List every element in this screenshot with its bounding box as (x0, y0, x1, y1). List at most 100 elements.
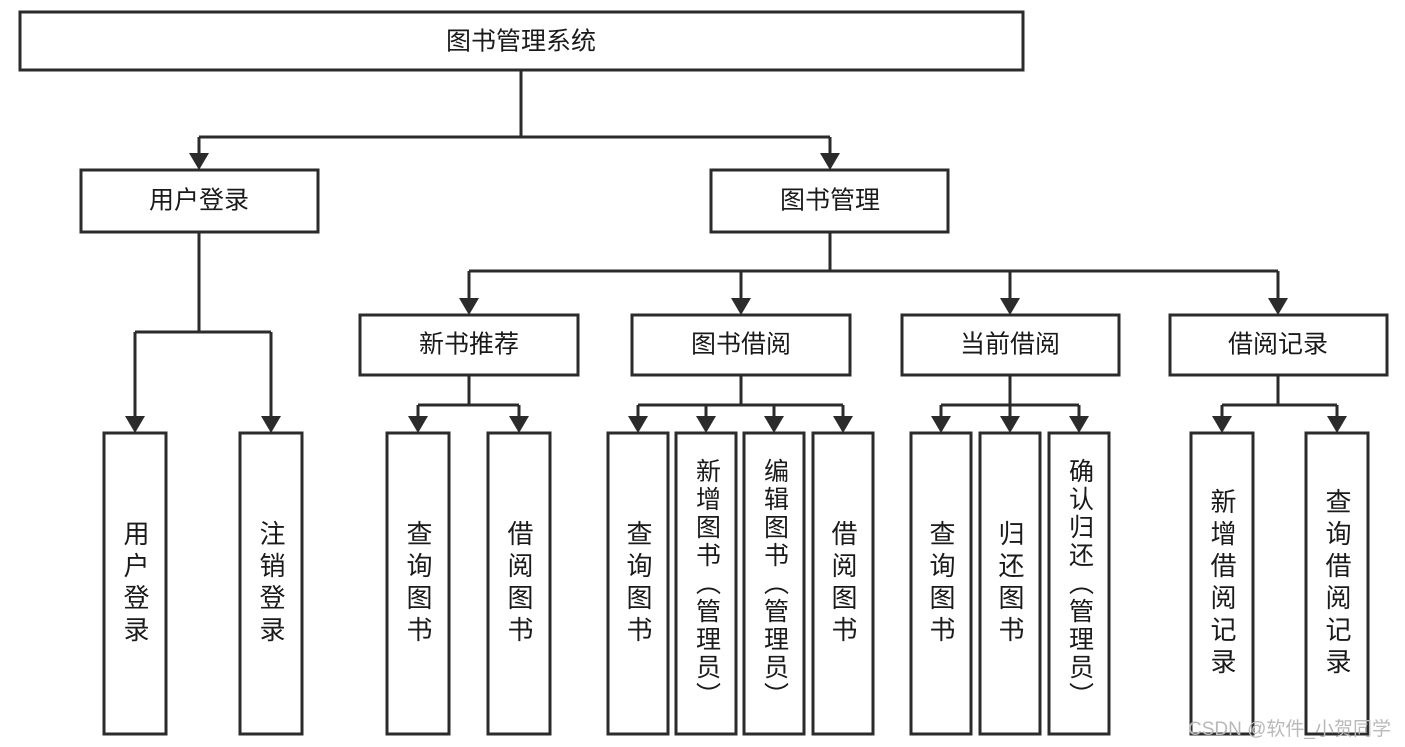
node-leaf-07[interactable]: 编辑图书（管理员） (742, 431, 806, 736)
node-leaf-01-textwrap: 用户登录 (104, 433, 166, 734)
node-records-label: 借阅记录 (1228, 331, 1328, 359)
arrowhead-current (1000, 298, 1020, 315)
node-current-label: 当前借阅 (960, 331, 1060, 359)
node-leaf-10-box[interactable] (978, 431, 1042, 736)
node-leaf-07-box[interactable] (742, 431, 806, 736)
arrowhead-leaf-04 (509, 416, 529, 433)
node-borrow-box[interactable] (630, 313, 852, 377)
node-root[interactable]: 图书管理系统 (18, 10, 1025, 72)
node-bookmgmt-label: 图书管理 (780, 187, 880, 215)
node-records[interactable]: 借阅记录 (1168, 313, 1389, 377)
node-leaf-05-box[interactable] (606, 431, 670, 736)
node-leaf-04-textwrap: 借阅图书 (488, 433, 550, 734)
node-leaf-13-vbox: 查询借阅记录 (1306, 433, 1368, 734)
node-leaf-07-vbox: 编辑图书（管理员） (744, 433, 804, 734)
arrowhead-newbook (459, 298, 479, 315)
node-current[interactable]: 当前借阅 (900, 313, 1121, 377)
node-leaf-01-vbox: 用户登录 (104, 433, 166, 734)
arrowhead-bookmgmt (820, 153, 840, 170)
node-borrow-label: 图书借阅 (691, 331, 791, 359)
node-login-box[interactable] (79, 168, 320, 234)
arrowhead-leaf-11 (1069, 416, 1089, 433)
node-leaf-06-textwrap: 新增图书（管理员） (676, 433, 736, 734)
node-leaf-04[interactable]: 借阅图书 (486, 431, 552, 736)
node-bookmgmt[interactable]: 图书管理 (709, 168, 950, 234)
node-leaf-06-label: 新增图书（管理员） (692, 457, 721, 710)
node-leaf-13-textwrap: 查询借阅记录 (1306, 433, 1368, 734)
node-newbook[interactable]: 新书推荐 (358, 313, 580, 377)
node-leaf-13[interactable]: 查询借阅记录 (1304, 431, 1370, 736)
node-leaf-01[interactable]: 用户登录 (102, 431, 168, 736)
arrowhead-borrow (731, 298, 751, 315)
node-leaf-10-textwrap: 归还图书 (995, 519, 1025, 648)
node-leaf-06-vbox: 新增图书（管理员） (676, 433, 736, 734)
node-leaf-04-label: 借阅图书 (504, 519, 534, 648)
node-leaf-02-textwrap: 注销登录 (256, 519, 286, 648)
arrowhead-leaf-07 (764, 416, 784, 433)
arrowhead-leaf-08 (833, 416, 853, 433)
node-leaf-03[interactable]: 查询图书 (385, 431, 451, 736)
arrowhead-leaf-05 (628, 416, 648, 433)
node-leaf-08-textwrap: 借阅图书 (813, 433, 873, 734)
node-login[interactable]: 用户登录 (79, 168, 320, 234)
node-leaf-03-box[interactable] (385, 431, 451, 736)
node-leaf-09-label: 查询图书 (926, 519, 956, 648)
node-leaf-04-box[interactable] (486, 431, 552, 736)
node-leaf-11[interactable]: 确认归还（管理员） (1047, 431, 1111, 736)
node-records-box[interactable] (1168, 313, 1389, 377)
node-leaf-05-label: 查询图书 (623, 519, 653, 648)
node-leaf-13-box[interactable] (1304, 431, 1370, 736)
node-leaf-01-box[interactable] (102, 431, 168, 736)
node-leaf-10-label: 归还图书 (995, 519, 1025, 648)
node-root-box[interactable] (18, 10, 1025, 72)
node-current-box[interactable] (900, 313, 1121, 377)
arrowhead-leaf-06 (696, 416, 716, 433)
node-leaf-12-vbox: 新增借阅记录 (1191, 433, 1253, 734)
connector-layer (125, 70, 1347, 433)
node-leaf-08-box[interactable] (811, 431, 875, 736)
node-leaf-11-vbox: 确认归还（管理员） (1049, 433, 1109, 734)
node-leaf-11-textwrap: 确认归还（管理员） (1049, 433, 1109, 734)
node-bookmgmt-box[interactable] (709, 168, 950, 234)
node-leaf-08-vbox: 借阅图书 (813, 433, 873, 734)
node-leaf-10[interactable]: 归还图书 (978, 431, 1042, 736)
node-leaf-11-label: 确认归还（管理员） (1065, 457, 1094, 710)
node-leaf-05-vbox: 查询图书 (608, 433, 668, 734)
node-leaf-06[interactable]: 新增图书（管理员） (674, 431, 738, 736)
node-borrow[interactable]: 图书借阅 (630, 313, 852, 377)
node-login-label: 用户登录 (149, 187, 249, 215)
arrowhead-leaf-13 (1327, 416, 1347, 433)
node-leaf-05-textwrap: 查询图书 (608, 433, 668, 734)
node-newbook-label: 新书推荐 (419, 331, 519, 359)
node-leaf-03-textwrap: 查询图书 (387, 433, 449, 734)
arrowhead-leaf-10 (1000, 416, 1020, 433)
node-leaf-11-box[interactable] (1047, 431, 1111, 736)
node-leaf-12-box[interactable] (1189, 431, 1255, 736)
arrowhead-leaf-03 (408, 416, 428, 433)
node-leaf-04-vbox: 借阅图书 (488, 433, 550, 734)
node-leaf-09-vbox: 查询图书 (911, 433, 971, 734)
node-leaf-03-vbox: 查询图书 (387, 433, 449, 734)
node-leaf-05[interactable]: 查询图书 (606, 431, 670, 736)
node-leaf-12[interactable]: 新增借阅记录 (1189, 431, 1255, 736)
node-leaf-13-label: 查询借阅记录 (1322, 487, 1352, 680)
node-leaf-07-textwrap: 编辑图书（管理员） (744, 433, 804, 734)
arrowhead-leaf-12 (1212, 416, 1232, 433)
node-leaf-02-label: 注销登录 (256, 519, 286, 648)
arrowhead-login (189, 153, 209, 170)
node-leaf-08-label: 借阅图书 (828, 519, 858, 648)
node-newbook-box[interactable] (358, 313, 580, 377)
arrowhead-leaf-01 (125, 416, 145, 433)
node-leaf-02-box[interactable] (238, 431, 304, 736)
node-leaf-02[interactable]: 注销登录 (238, 431, 304, 736)
node-leaf-06-box[interactable] (674, 431, 738, 736)
arrowhead-records (1268, 298, 1288, 315)
arrowhead-leaf-09 (931, 416, 951, 433)
node-leaf-09-box[interactable] (909, 431, 973, 736)
node-leaf-09[interactable]: 查询图书 (909, 431, 973, 736)
node-leaf-12-textwrap: 新增借阅记录 (1191, 433, 1253, 734)
node-leaf-01-label: 用户登录 (120, 519, 150, 648)
node-leaf-07-label: 编辑图书（管理员） (760, 457, 789, 710)
node-leaf-08[interactable]: 借阅图书 (811, 431, 875, 736)
